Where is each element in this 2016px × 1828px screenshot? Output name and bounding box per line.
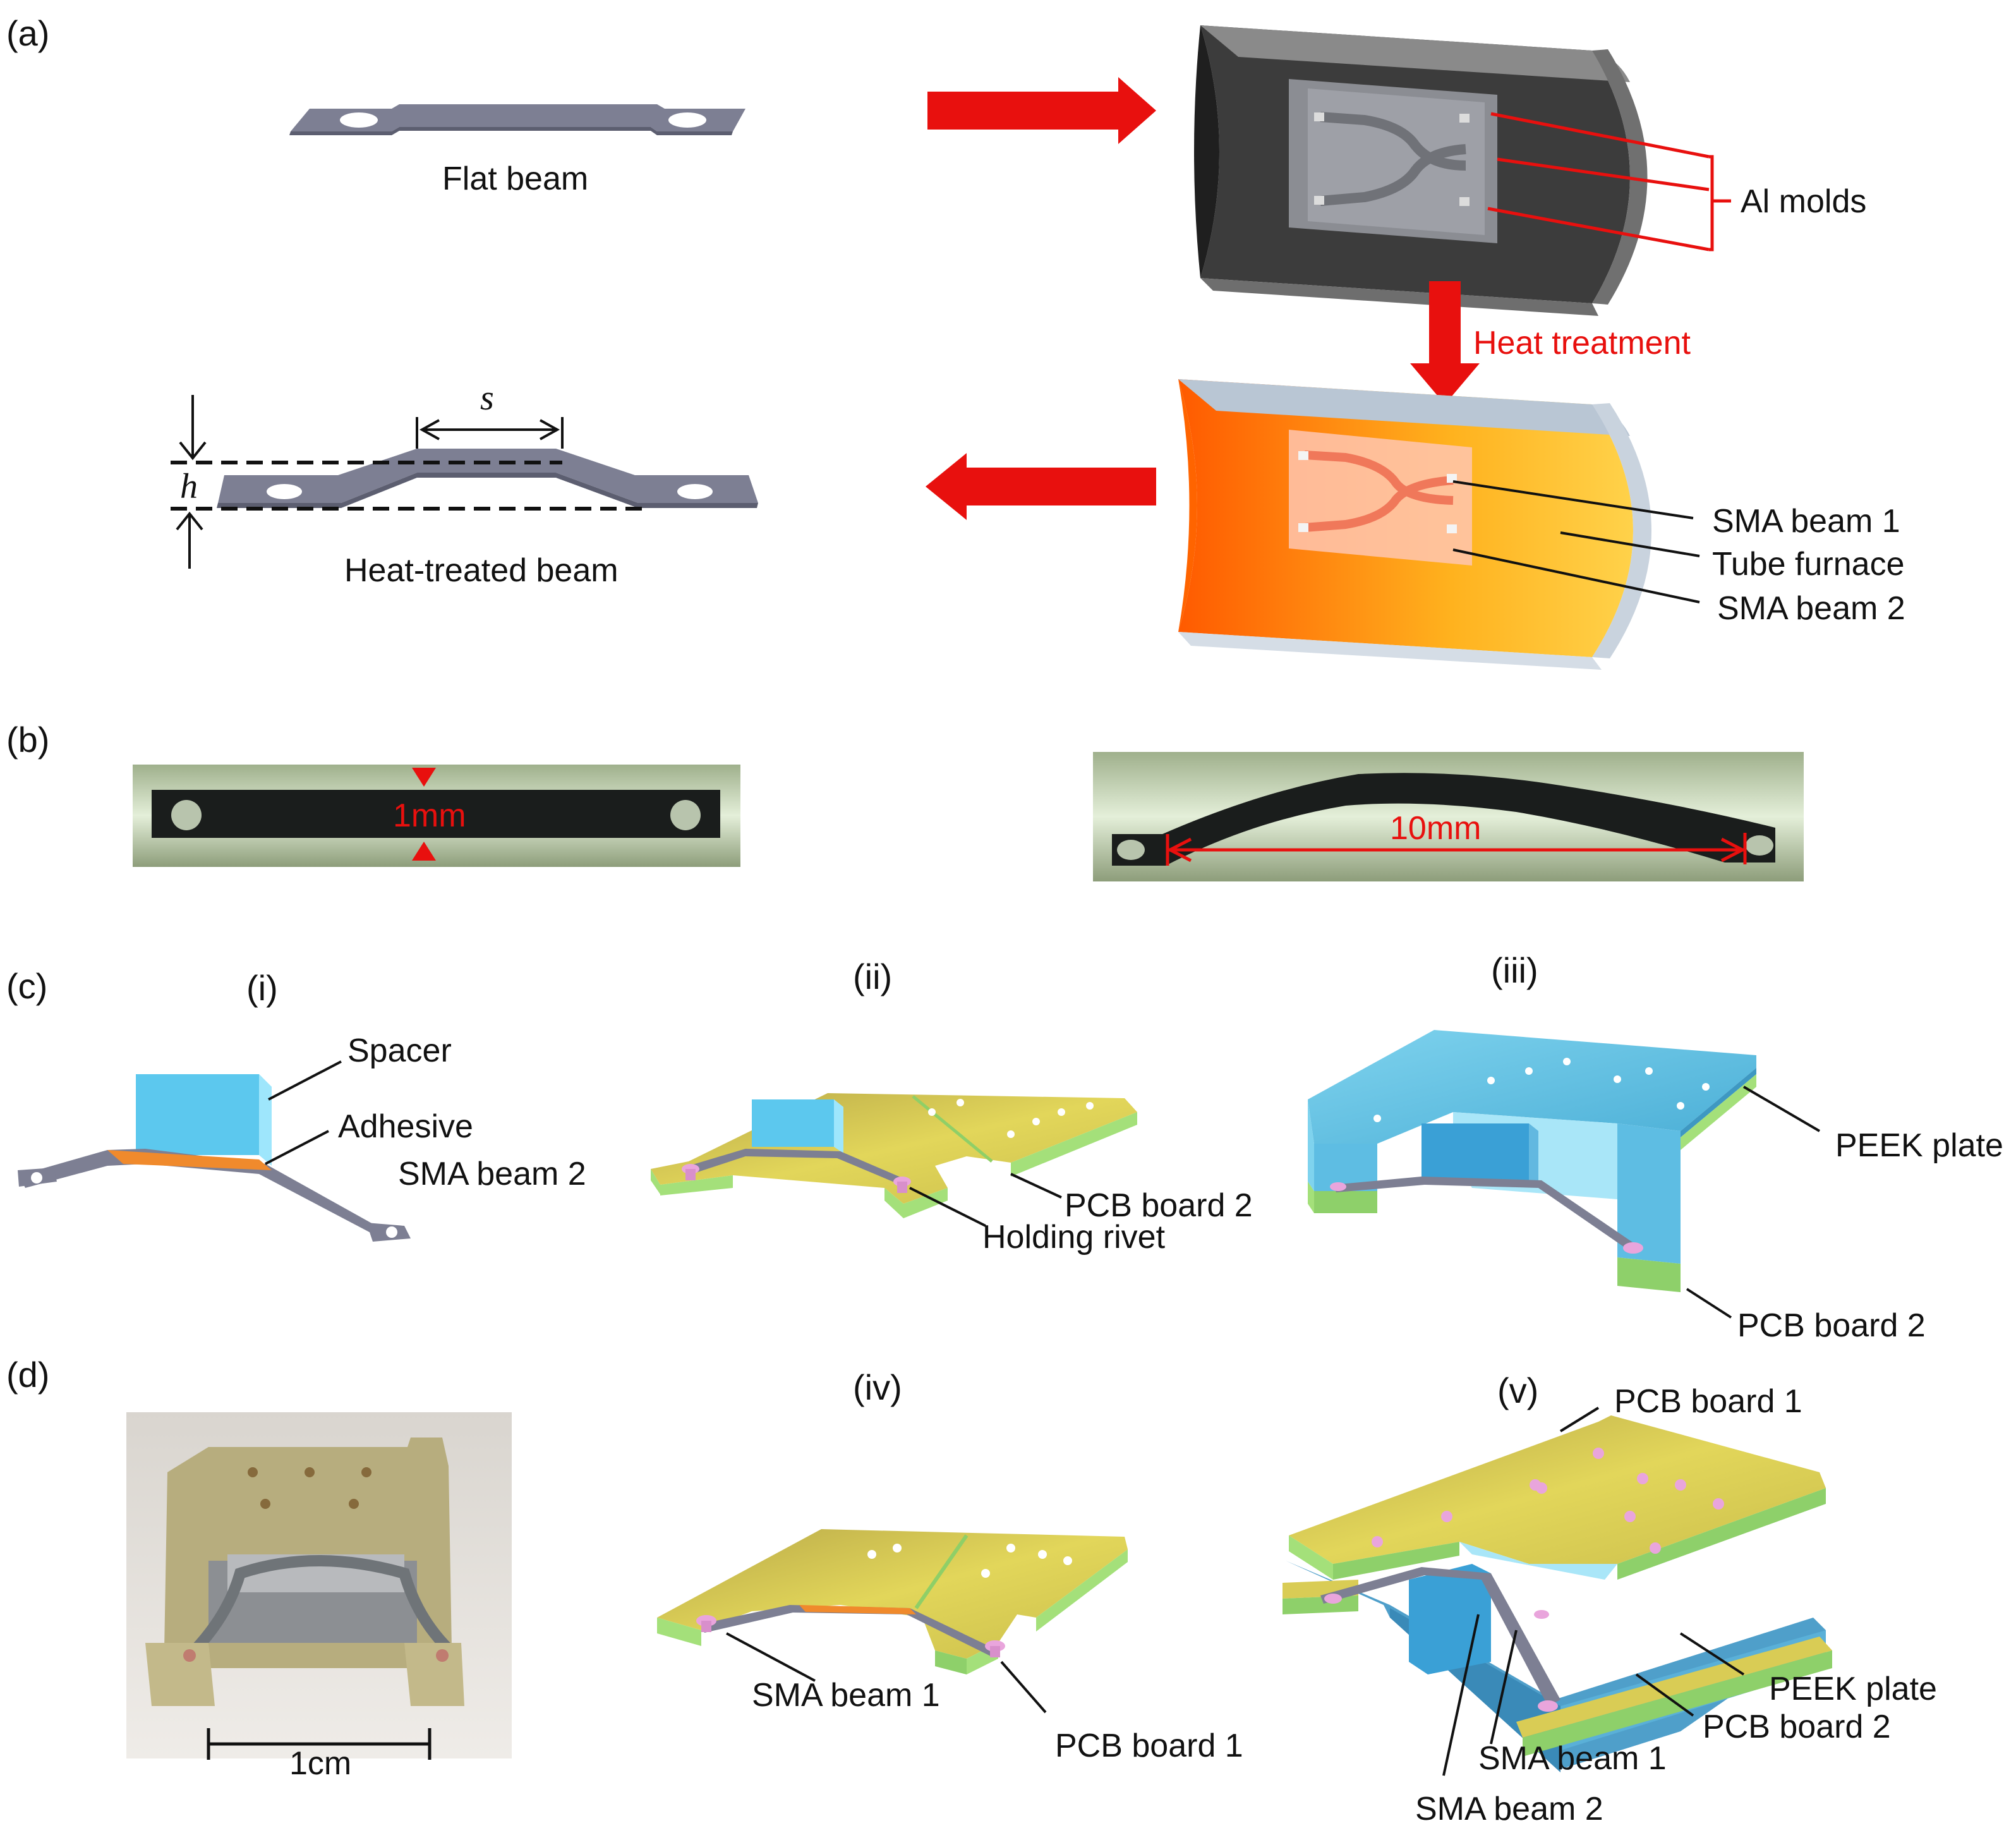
flat-beam-drawing: [289, 104, 745, 135]
device-photo: [126, 1412, 512, 1758]
panel-label-a: (a): [6, 13, 49, 53]
photo-curved-beam: [1093, 752, 1804, 881]
subpanel-label-ii: (ii): [853, 957, 892, 996]
assembly-v-drawing: [1283, 1415, 1832, 1772]
d-sma-beam-1-label: SMA beam 1: [752, 1677, 940, 1714]
iii-leaders: [1686, 1086, 1821, 1319]
dimension-h-label: h: [180, 467, 198, 506]
scale-1cm-label: 1cm: [289, 1745, 351, 1782]
furnace-leaders: [1452, 480, 1700, 603]
v-pcb-board-2-label: PCB board 2: [1703, 1709, 1891, 1745]
subpanel-label-v: (v): [1497, 1371, 1538, 1410]
panel-label-c: (c): [6, 966, 47, 1006]
heat-treated-beam-drawing: [217, 449, 758, 508]
sma-beam-2-label: SMA beam 2: [1717, 590, 1905, 627]
panel-label-b: (b): [6, 720, 49, 760]
assembly-ii-drawing: [651, 1093, 1137, 1218]
process-arrow-left: [926, 453, 1156, 520]
assembly-iv-drawing: [657, 1529, 1128, 1674]
d-pcb-board-1-label: PCB board 1: [1055, 1728, 1243, 1764]
tube-furnace-label: Tube furnace: [1712, 546, 1904, 583]
v-sma-beam-1-label: SMA beam 1: [1478, 1740, 1667, 1777]
heat-treatment-label: Heat treatment: [1473, 325, 1691, 361]
subpanel-label-iv: (iv): [853, 1367, 902, 1407]
pcb-board-2-label: PCB board 2: [1065, 1187, 1253, 1224]
panel-label-d: (d): [6, 1355, 49, 1395]
length-10mm-label: 10mm: [1390, 810, 1481, 847]
width-1mm-label: 1mm: [393, 797, 466, 834]
dimension-s-label: s: [480, 378, 494, 418]
ii-leaders: [909, 1173, 1062, 1227]
subpanel-label-i: (i): [246, 968, 278, 1008]
flat-beam-label: Flat beam: [442, 160, 588, 197]
length-arrow: [1166, 833, 1747, 866]
dimension-lines: [171, 395, 644, 569]
v-peek-plate-label: PEEK plate: [1769, 1671, 1937, 1707]
adhesive-label: Adhesive: [338, 1108, 473, 1145]
al-molds-leaders: [1487, 112, 1731, 251]
peek-plate-label: PEEK plate: [1835, 1127, 2003, 1164]
holding-rivet-label: Holding rivet: [982, 1219, 1166, 1256]
v-pcb-board-1-label: PCB board 1: [1614, 1383, 1802, 1420]
scale-bar: [207, 1728, 432, 1760]
mold-tube-drawing: [1194, 25, 1648, 316]
iv-leaders: [726, 1632, 1047, 1714]
subpanel-label-iii: (iii): [1491, 950, 1538, 990]
sma-beam-1-label: SMA beam 1: [1712, 503, 1900, 540]
pcb-board-2-iii-label: PCB board 2: [1737, 1307, 1926, 1344]
heat-treatment-arrow-down: [1410, 281, 1480, 404]
v-leaders: [1442, 1407, 1745, 1776]
c-sma-beam-2-label: SMA beam 2: [398, 1156, 586, 1192]
assembly-i-drawing: [18, 1074, 411, 1242]
heat-treated-beam-label: Heat-treated beam: [344, 552, 619, 589]
al-molds-label: Al molds: [1741, 183, 1866, 220]
spacer-label: Spacer: [347, 1032, 452, 1069]
tube-furnace-drawing: [1178, 379, 1651, 670]
i-leaders: [265, 1060, 342, 1165]
v-sma-beam-2-label: SMA beam 2: [1415, 1791, 1603, 1827]
assembly-iii-drawing: [1308, 1030, 1756, 1292]
process-arrow-right: [927, 77, 1156, 144]
photo-flat-beam: [133, 765, 740, 867]
